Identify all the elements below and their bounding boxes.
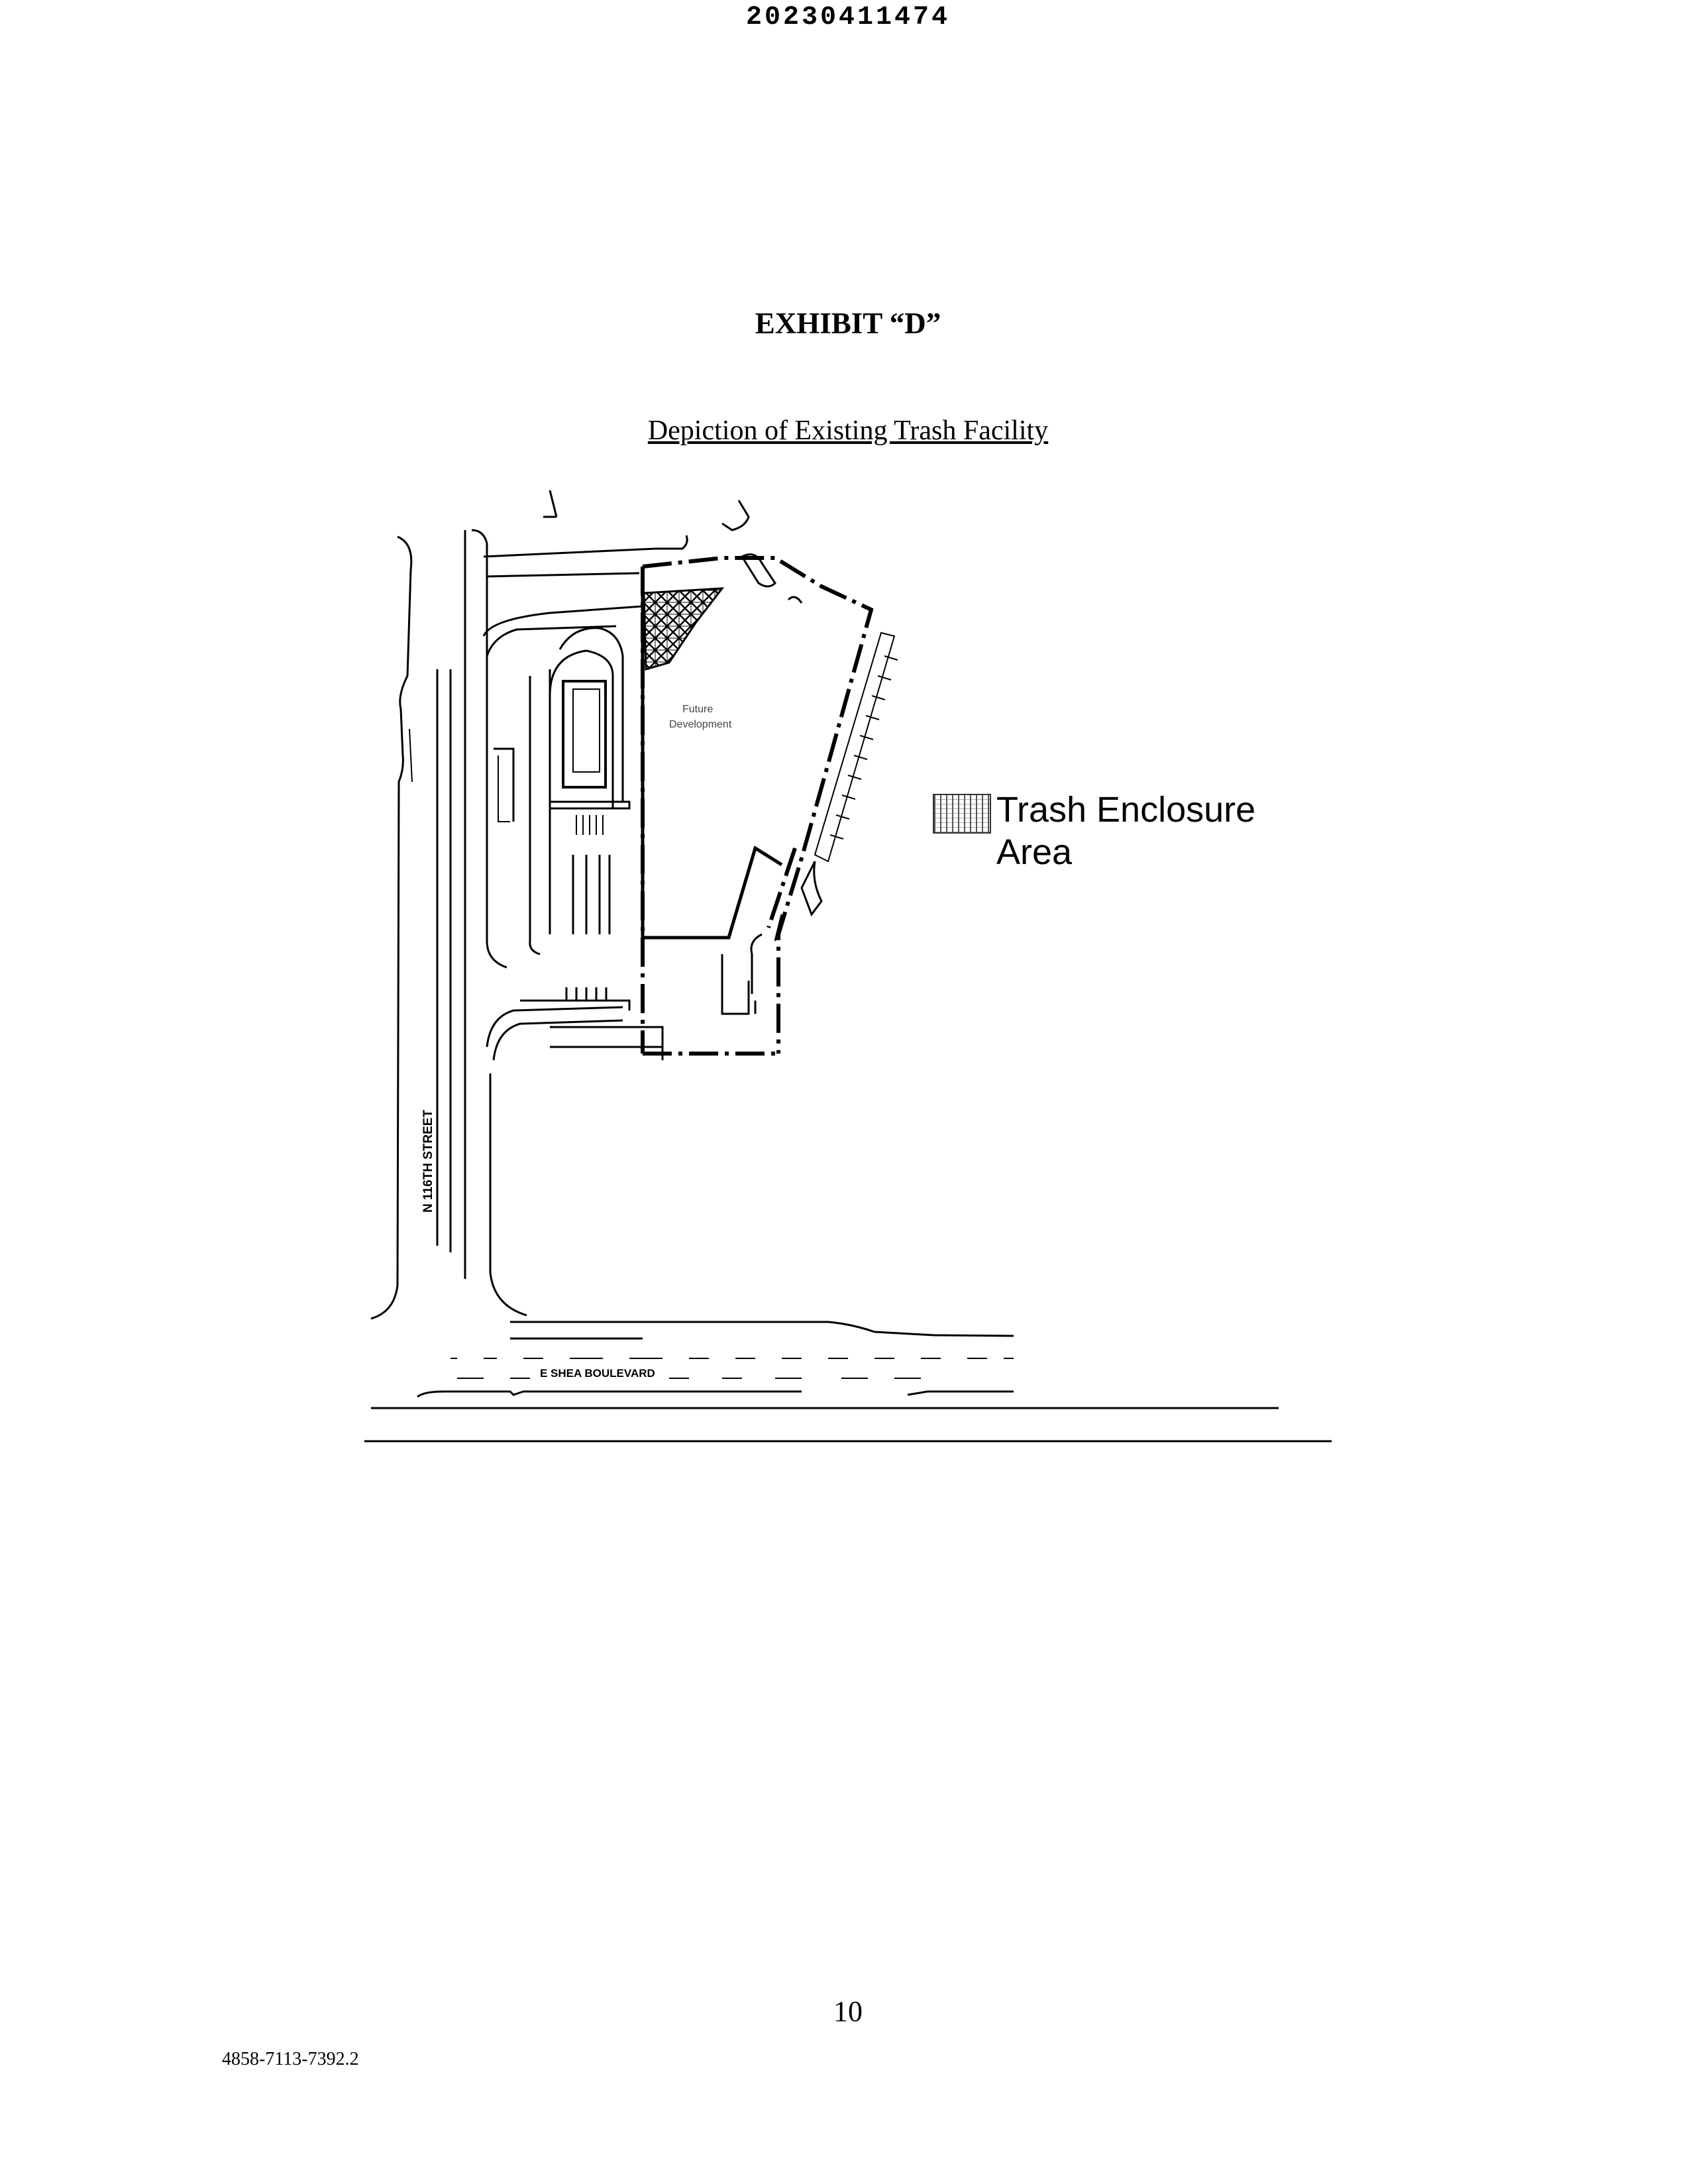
legend-label-line2: Area [996,832,1073,872]
south-entry [486,933,763,1061]
building-area [486,625,631,956]
legend: Trash Enclosure Area [933,789,1344,895]
legend-label: Trash Enclosure Area [996,789,1341,873]
parcel-label-line2: Development [669,719,732,730]
south-road-label: E SHEA BOULEVARD [540,1367,655,1380]
trash-enclosure-area [643,587,725,671]
south-road [364,1321,1332,1443]
parcel-label-line1: Future [682,704,713,715]
legend-hatch-swatch [933,794,991,834]
exhibit-title: EXHIBIT “D” [755,307,941,340]
north-drive [482,490,803,637]
west-street [370,529,527,1320]
page-number: 10 [833,1995,863,2028]
future-development-boundary [641,567,783,940]
legend-label-line1: Trash Enclosure [996,790,1256,830]
document-id: 4858-7113-7392.2 [222,2049,359,2069]
exhibit-subtitle: Depiction of Existing Trash Facility [647,415,1049,446]
site-plan-drawing: Future Development N 116TH STREET E SHEA… [364,490,1332,1443]
east-parking [774,631,898,942]
west-street-label: N 116TH STREET [421,1109,435,1213]
recording-number: 20230411474 [745,3,951,32]
